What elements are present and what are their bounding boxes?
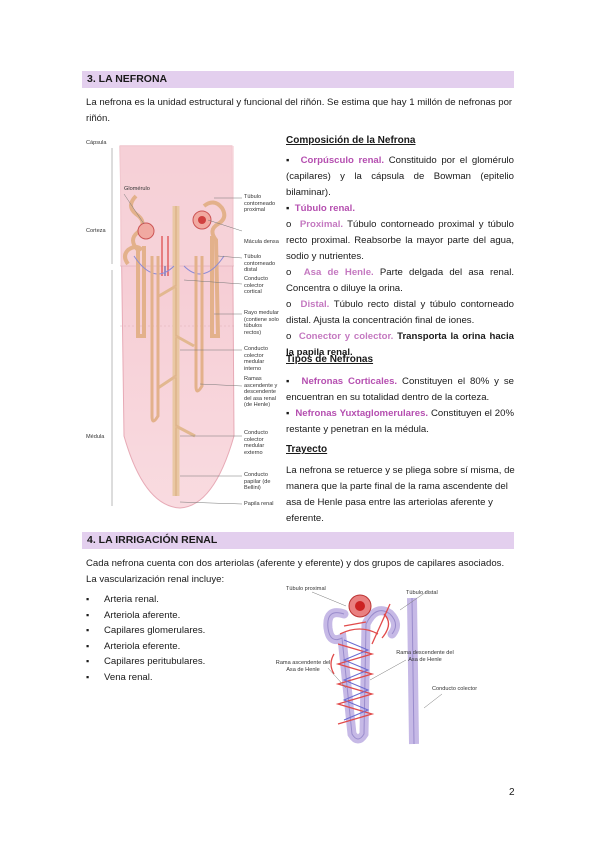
tipos-title: Tipos de Nefronas: [286, 354, 374, 365]
list-item: Capilares glomerulares.: [86, 623, 266, 639]
label-corteza: Corteza: [86, 228, 106, 234]
tipo-yuxtaglomerulares: ▪ Nefronas Yuxtaglomerulares. Constituye…: [286, 408, 514, 435]
list-item: Arteriola aferente.: [86, 608, 266, 624]
composicion-list: ▪ Corpúsculo renal. Constituido por el g…: [286, 153, 514, 361]
label-conducto-medular-externo: Conducto colector medular externo: [244, 430, 268, 456]
label-tubulo-proximal: Túbulo contorneado proximal: [244, 194, 276, 214]
page-number: 2: [509, 787, 515, 798]
composicion-title: Composición de la Nefrona: [286, 135, 416, 146]
list-item: Capilares peritubulares.: [86, 654, 266, 670]
trayecto-title: Trayecto: [286, 444, 328, 455]
vascular-figure: Túbulo proximal Túbulo distal Rama desce…: [274, 584, 498, 750]
label-papila-renal: Papila renal: [244, 501, 274, 507]
tipos-list: ▪ Nefronas Corticales. Constituyen el 80…: [286, 374, 514, 438]
label-conducto-medular-interno: Conducto colector medular interno: [244, 346, 268, 372]
section-4-header: 4. LA IRRIGACIÓN RENAL: [82, 532, 514, 549]
item-conector: o Conector y colector. Transporta la ori…: [286, 331, 514, 358]
label-tubulo-proximal-2: Túbulo proximal: [286, 586, 326, 592]
item-tubulo-renal: ▪ Túbulo renal.: [286, 203, 355, 214]
item-proximal: o Proximal. Túbulo contorneado proximal …: [286, 219, 514, 262]
section-3-header: 3. LA NEFRONA: [82, 71, 514, 88]
label-macula-densa: Mácula densa: [244, 239, 279, 245]
section-4-intro: Cada nefrona cuenta con dos arteriolas (…: [86, 558, 505, 585]
label-rayo-medular: Rayo medular (contiene solo túbulos rect…: [244, 310, 279, 336]
list-item: Vena renal.: [86, 670, 266, 686]
label-rama-ascendente: Rama ascendente del Asa de Henle: [275, 660, 331, 673]
item-corpusculo: ▪ Corpúsculo renal. Constituido por el g…: [286, 155, 515, 198]
label-medula: Médula: [86, 434, 105, 440]
nephron-illustration: [111, 145, 243, 509]
nephron-figure: Cápsula Corteza Médula Glomérulo Túbulo …: [84, 136, 280, 516]
label-conducto-cortical: Conducto colector cortical: [244, 276, 268, 296]
label-glomerulo: Glomérulo: [124, 186, 150, 192]
label-conducto-colector: Conducto colector: [432, 686, 478, 692]
vascular-illustration: [311, 591, 443, 745]
label-conducto-papilar: Conducto papilar (de Bellini): [244, 472, 271, 492]
list-item: Arteria renal.: [86, 592, 266, 608]
label-rama-descendente: Rama descendente del Asa de Henle: [396, 650, 454, 663]
section-3-intro: La nefrona es la unidad estructural y fu…: [86, 97, 513, 124]
label-tubulo-distal-2: Túbulo distal: [406, 590, 438, 596]
item-asa-henle: o Asa de Henle. Parte delgada del asa re…: [286, 267, 514, 294]
label-tubulo-distal: Túbulo contorneado distal: [244, 254, 276, 274]
irrigacion-list: Arteria renal. Arteriola aferente. Capil…: [86, 592, 266, 685]
list-item: Arteriola eferente.: [86, 639, 266, 655]
label-ramas-henle: Ramas ascendente y descendente del asa r…: [244, 376, 278, 409]
trayecto-text: La nefrona se retuerce y se pliega sobre…: [286, 465, 515, 524]
item-distal: o Distal. Túbulo recto distal y túbulo c…: [286, 299, 514, 326]
tipo-corticales: ▪ Nefronas Corticales. Constituyen el 80…: [286, 376, 515, 403]
label-capsula: Cápsula: [86, 140, 107, 146]
